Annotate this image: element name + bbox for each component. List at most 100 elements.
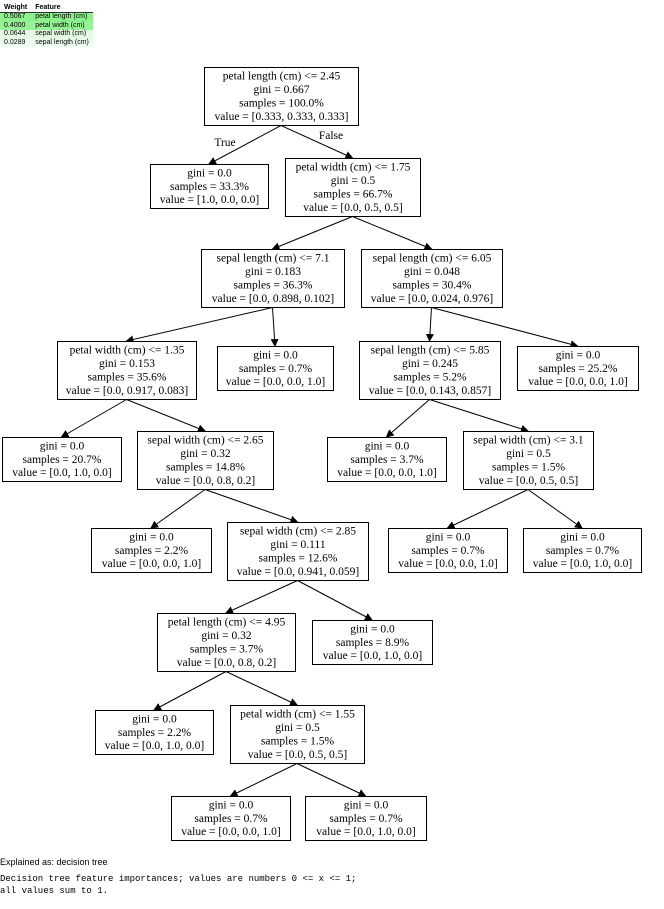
node-box [95, 710, 214, 755]
node-text-line: petal length (cm) <= 4.95 [168, 617, 286, 629]
importance-description: Decision tree feature importances; value… [0, 874, 357, 896]
node-text-line: samples = 5.2% [393, 372, 467, 384]
node-box [57, 341, 197, 400]
tree-edge [297, 580, 373, 621]
node-text-line: samples = 8.9% [336, 637, 410, 649]
node-text-line: samples = 0.7% [239, 363, 313, 375]
node-box [463, 431, 594, 490]
node-text-line: gini = 0.0 [40, 440, 85, 452]
tree-edge [153, 671, 227, 711]
node-text-line: samples = 14.8% [166, 462, 245, 474]
feature-name: petal length (cm) [35, 13, 88, 20]
node-text-line: value = [0.0, 1.0, 0.0] [105, 740, 204, 752]
node-text-line: gini = 0.32 [201, 630, 252, 642]
node-box [388, 528, 508, 573]
node-text-line: samples = 0.7% [546, 545, 620, 557]
node-text-line: value = [0.0, 0.5, 0.5] [479, 475, 578, 487]
weight-row: 0.5067 petal length (cm) [0, 12, 93, 22]
node-text-line: samples = 2.2% [115, 545, 189, 557]
tree-edge [296, 763, 367, 797]
edge-label: False [319, 130, 343, 142]
node-text-line: gini = 0.5 [506, 448, 551, 460]
tree-edge [431, 307, 579, 349]
explained-as-label: Explained as: decision tree [0, 857, 108, 867]
node-text-line: gini = 0.0 [132, 713, 177, 725]
node-box [171, 796, 291, 841]
node-text-line: value = [0.0, 1.0, 0.0] [323, 650, 422, 662]
node-text-line: samples = 25.2% [539, 363, 618, 375]
node-text-line: value = [1.0, 0.0, 0.0] [160, 194, 259, 206]
node-box [230, 705, 365, 764]
tree-edge [126, 399, 206, 433]
node-box [359, 341, 501, 400]
node-text-line: value = [0.0, 0.5, 0.5] [303, 202, 402, 214]
node-text-line: value = [0.0, 0.0, 1.0] [337, 467, 436, 479]
node-box [285, 158, 421, 217]
node-text-line: samples = 20.7% [23, 454, 102, 466]
tree-edge [204, 489, 299, 524]
node-text-line: samples = 30.4% [393, 280, 472, 292]
node-text-line: sepal length (cm) <= 6.05 [373, 253, 492, 265]
node-text-line: gini = 0.0 [209, 799, 254, 811]
weight-value: 0.5067 [4, 13, 26, 20]
weight-value: 0.4000 [4, 21, 26, 29]
tree-edge [425, 307, 434, 342]
weight-column-header: Weight [0, 4, 32, 13]
node-box [312, 620, 433, 665]
node-text-line: sepal width (cm) <= 2.85 [240, 526, 356, 538]
node-text-line: petal width (cm) <= 1.75 [296, 162, 411, 174]
node-text-line: samples = 0.7% [411, 545, 485, 557]
node-text-line: value = [0.0, 0.941, 0.059] [237, 566, 359, 578]
node-text-line: samples = 35.6% [88, 372, 167, 384]
node-text-line: gini = 0.245 [402, 358, 458, 370]
tree-edge [527, 489, 583, 529]
node-box [157, 613, 296, 672]
leaf-node: gini = 0.0 samples = 0.7%value = [0.0, 0.… [217, 346, 334, 391]
node-text-line: samples = 36.3% [234, 280, 313, 292]
node-text-line: gini = 0.32 [180, 448, 231, 460]
node-text-line: gini = 0.111 [270, 539, 325, 551]
node-text-line: petal length (cm) <= 2.45 [223, 71, 341, 83]
node-text-line: gini = 0.0 [253, 349, 298, 361]
node-text-line: gini = 0.0 [426, 531, 471, 543]
node-text-line: value = [0.0, 0.0, 1.0] [226, 376, 325, 388]
node-text-line: gini = 0.0 [129, 531, 174, 543]
node-text-line: value = [0.0, 0.0, 1.0] [528, 376, 627, 388]
node-text-line: samples = 2.2% [118, 727, 192, 739]
weights-header-row: Weight Feature [0, 4, 93, 13]
node-text-line: samples = 1.5% [261, 736, 335, 748]
node-box [150, 164, 269, 209]
node-text-line: gini = 0.048 [404, 266, 460, 278]
leaf-node: gini = 0.0 samples = 2.2%value = [0.0, 1.… [95, 710, 214, 755]
node-text-line: gini = 0.0 [556, 349, 601, 361]
node-box [227, 522, 369, 581]
node-text-line: samples = 33.3% [170, 181, 249, 193]
node-text-line: samples = 3.7% [350, 454, 424, 466]
node-text-line: samples = 66.7% [314, 189, 393, 201]
node-text-line: gini = 0.0 [560, 531, 605, 543]
tree-edge [446, 489, 529, 529]
node-box [517, 346, 639, 391]
node-text-line: gini = 0.0 [350, 623, 395, 635]
tree-edge [280, 125, 354, 159]
node-text-line: value = [0.0, 0.024, 0.976] [371, 293, 493, 305]
tree-edge [150, 489, 206, 529]
feature-name: sepal length (cm) [35, 38, 89, 46]
node-text-line: gini = 0.0 [344, 799, 389, 811]
tree-edge [352, 216, 433, 251]
node-box [217, 346, 334, 391]
node-text-line: sepal length (cm) <= 7.1 [217, 253, 330, 265]
node-text-line: sepal width (cm) <= 3.1 [473, 435, 584, 447]
node-text-line: samples = 1.5% [492, 462, 566, 474]
